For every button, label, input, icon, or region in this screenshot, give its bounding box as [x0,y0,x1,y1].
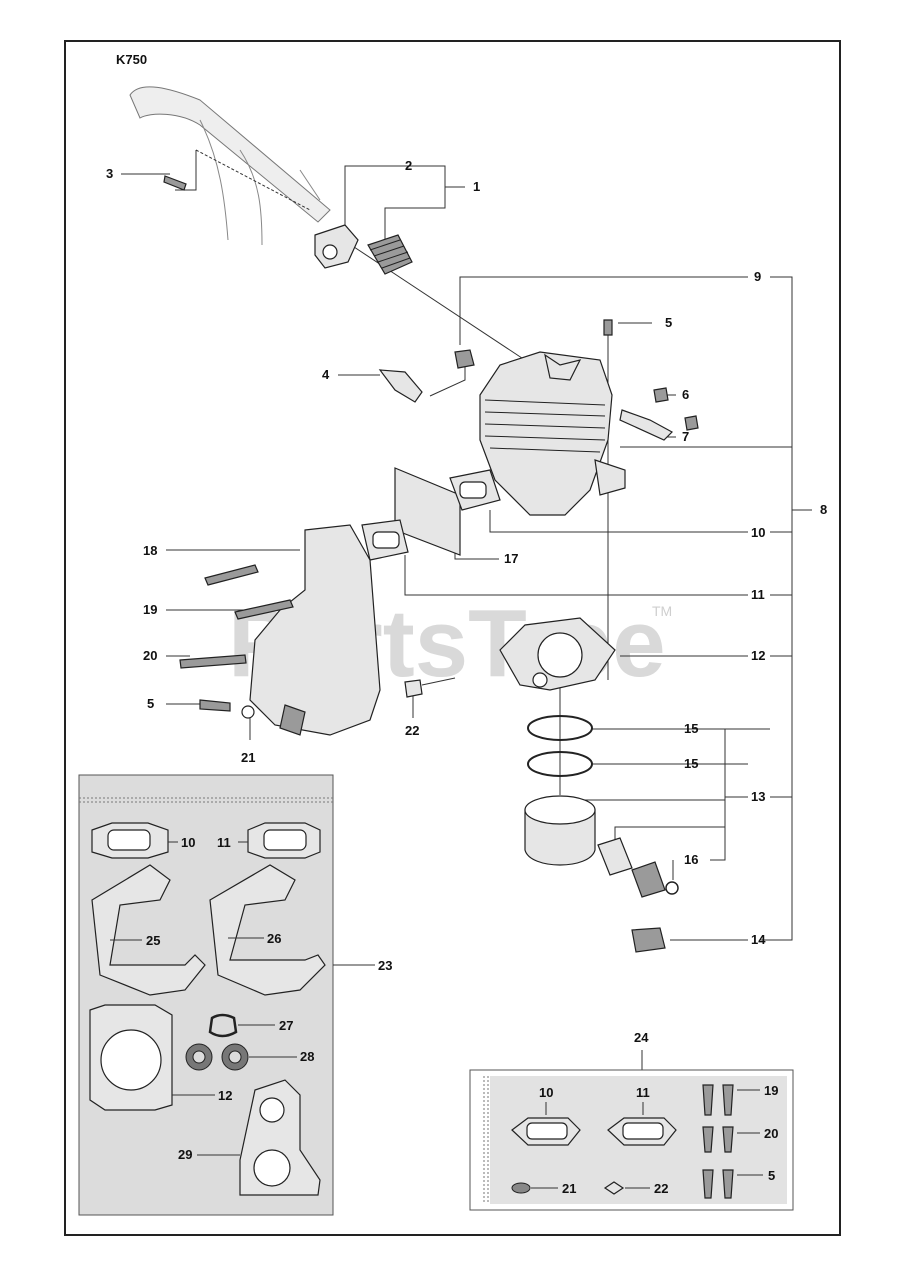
callout-6: 6 [682,387,689,402]
model-title: K750 [116,52,148,67]
spring-part [367,234,413,275]
callout-19: 19 [143,602,157,617]
callout-21: 21 [241,750,255,765]
kit-24-item-5: 5 [768,1168,775,1183]
kit-24-item-11: 11 [636,1085,650,1100]
callout-15-bottom: 15 [684,756,698,771]
kit-23-item-29: 29 [178,1147,192,1162]
callout-13: 13 [751,789,765,804]
kit-24-item-21: 21 [562,1181,576,1196]
diagram-frame [64,40,841,1236]
callout-14: 14 [751,932,766,947]
callout-8: 8 [820,502,827,517]
kit-23-item-28: 28 [300,1049,314,1064]
handle-illustration [129,86,331,246]
callout-22: 22 [405,723,419,738]
callout-10: 10 [751,525,765,540]
callout-16: 16 [684,852,698,867]
kit-23-item-26: 26 [267,931,281,946]
throttle-parts [163,175,423,403]
callout-1: 1 [473,179,480,194]
callout-5-cylinder: 5 [665,315,672,330]
watermark-tm: TM [652,603,672,619]
kit-23-item-12: 12 [218,1088,232,1103]
kit-24-item-10: 10 [539,1085,553,1100]
callout-7: 7 [682,429,689,444]
callout-20: 20 [143,648,157,663]
kit-24-item-19: 19 [764,1083,778,1098]
callout-18: 18 [143,543,157,558]
kit-23-item-10: 10 [181,835,195,850]
callout-3: 3 [106,166,113,181]
callout-11: 11 [751,587,765,602]
leader-lines [121,149,812,941]
exhaust-parts [179,467,501,736]
callout-12: 12 [751,648,765,663]
muffler-kit-24: 24 10 11 19 20 5 21 22 [469,1030,794,1211]
gasket-kit-23: 23 10 11 25 26 27 28 12 29 [78,774,392,1216]
kit-23-label: 23 [378,958,392,973]
callout-2: 2 [405,158,412,173]
callout-9: 9 [754,269,761,284]
cylinder-illustration [454,319,699,516]
kit-23-item-11: 11 [217,835,231,850]
kit-23-item-25: 25 [146,933,160,948]
callout-15-top: 15 [684,721,698,736]
kit-24-item-20: 20 [764,1126,778,1141]
callout-4: 4 [322,367,330,382]
kit-24-item-22: 22 [654,1181,668,1196]
callout-17: 17 [504,551,518,566]
kit-23-item-27: 27 [279,1018,293,1033]
piston-assembly [499,617,679,953]
callout-5-muffler: 5 [147,696,154,711]
kit-24-label: 24 [634,1030,649,1045]
